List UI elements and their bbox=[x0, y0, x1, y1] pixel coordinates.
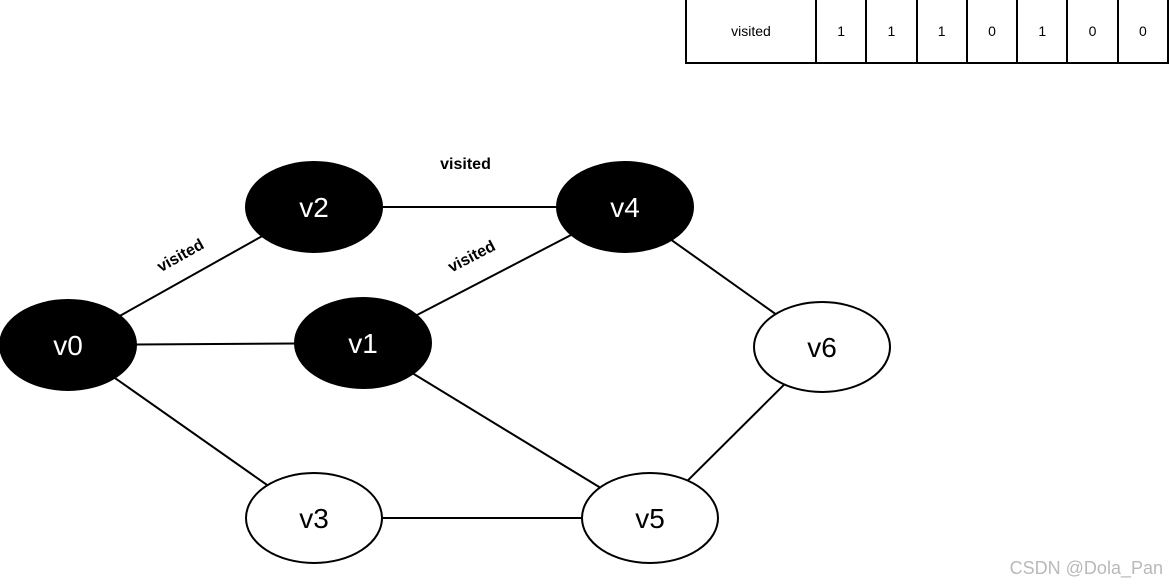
node-v4-label: v4 bbox=[610, 192, 640, 223]
visited-array-row: visited 1 1 1 0 1 0 0 bbox=[685, 0, 1169, 64]
node-v6-label: v6 bbox=[807, 332, 837, 363]
node-v1-shape bbox=[294, 297, 432, 389]
edge-v0-v2 bbox=[119, 235, 263, 317]
node-v5-shape bbox=[581, 472, 719, 564]
node-v0: v0 bbox=[0, 299, 137, 391]
node-v6-shape bbox=[753, 301, 891, 393]
edge-label-v1-v4: visited bbox=[446, 238, 499, 276]
visited-array-table: visited 1 1 1 0 1 0 0 bbox=[685, 0, 1169, 64]
visited-array-cell-4: 1 bbox=[1016, 0, 1069, 64]
graph-edges bbox=[114, 206, 786, 519]
visited-array-label: visited bbox=[685, 0, 817, 64]
node-v0-label: v0 bbox=[53, 330, 83, 361]
visited-array-cell-6: 0 bbox=[1116, 0, 1169, 64]
node-v0-shape bbox=[0, 299, 137, 391]
node-v5-label: v5 bbox=[635, 503, 665, 534]
node-v5: v5 bbox=[581, 472, 719, 564]
node-v4: v4 bbox=[556, 161, 694, 253]
node-v2-label: v2 bbox=[299, 192, 329, 223]
visited-array-cell-3: 0 bbox=[965, 0, 1019, 64]
node-v6: v6 bbox=[753, 301, 891, 393]
edge-v0-v1 bbox=[135, 342, 296, 346]
node-v1: v1 bbox=[294, 297, 432, 389]
node-v3: v3 bbox=[245, 472, 383, 564]
visited-array-cell-5: 0 bbox=[1066, 0, 1119, 64]
watermark: CSDN @Dola_Pan bbox=[1009, 558, 1163, 578]
edge-v4-v6 bbox=[670, 239, 777, 315]
node-v2: v2 bbox=[245, 161, 383, 253]
edge-label-v0-v2: visited bbox=[155, 236, 208, 276]
graph-nodes: v0 v1 v2 v3 v4 v5 v6 bbox=[0, 161, 891, 564]
node-v3-label: v3 bbox=[299, 503, 329, 534]
node-v1-label: v1 bbox=[348, 328, 378, 359]
node-v3-shape bbox=[245, 472, 383, 564]
visited-array-cell-0: 1 bbox=[814, 0, 868, 64]
edge-v6-v5 bbox=[686, 383, 786, 482]
node-v2-shape bbox=[245, 161, 383, 253]
edge-v1-v5 bbox=[412, 372, 601, 489]
visited-array-cell-2: 1 bbox=[915, 0, 968, 64]
edge-label-v2-v4: visited bbox=[440, 156, 491, 173]
edge-v0-v3 bbox=[114, 376, 268, 487]
visited-array-cell-1: 1 bbox=[865, 0, 918, 64]
node-v4-shape bbox=[556, 161, 694, 253]
edge-v1-v4 bbox=[416, 233, 572, 317]
